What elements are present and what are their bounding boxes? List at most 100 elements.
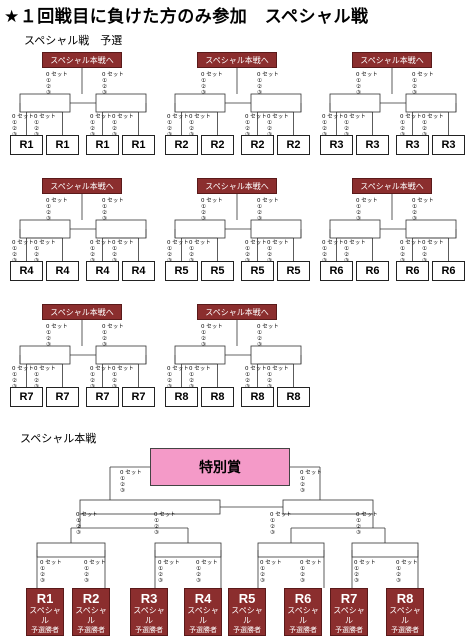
prelim-player-slot[interactable]: R5	[165, 261, 198, 281]
game-mark: ②	[201, 210, 206, 216]
game-mark: ③	[257, 342, 262, 348]
prelim-player-slot[interactable]: R5	[277, 261, 310, 281]
prelim-player-slot[interactable]: R8	[241, 387, 274, 407]
game-mark: ③	[46, 342, 51, 348]
game-mark: ②	[245, 252, 250, 258]
game-mark: ①	[257, 330, 262, 336]
set-count: 0 セット	[189, 366, 211, 372]
game-mark: ①	[344, 120, 349, 126]
game-mark: ②	[189, 252, 194, 258]
set-count: 0 セット	[400, 240, 422, 246]
prelim-player-slot[interactable]: R2	[165, 135, 198, 155]
game-mark: ③	[257, 216, 262, 222]
prelim-player-slot[interactable]: R3	[356, 135, 389, 155]
game-mark: ①	[112, 120, 117, 126]
game-mark: ①	[257, 204, 262, 210]
game-mark: ①	[34, 372, 39, 378]
game-mark: ③	[120, 488, 125, 494]
game-mark: ②	[267, 378, 272, 384]
game-mark: ①	[422, 120, 427, 126]
prelim-player-slot[interactable]: R1	[86, 135, 119, 155]
game-mark: ③	[356, 530, 361, 536]
game-mark: ①	[167, 120, 172, 126]
prelim-player-slot[interactable]: R2	[241, 135, 274, 155]
prelim-player-slot[interactable]: R1	[10, 135, 43, 155]
game-mark: ①	[201, 78, 206, 84]
game-mark: ①	[400, 246, 405, 252]
game-mark: ②	[201, 84, 206, 90]
advance-to-final-banner: スペシャル本戦へ	[352, 52, 432, 68]
set-count: 0 セット	[257, 198, 279, 204]
prelim-player-slot[interactable]: R8	[165, 387, 198, 407]
prelim-player-slot[interactable]: R8	[201, 387, 234, 407]
game-mark: ①	[201, 330, 206, 336]
game-mark: ②	[158, 572, 163, 578]
prelim-player-slot[interactable]: R5	[241, 261, 274, 281]
game-mark: ②	[76, 524, 81, 530]
game-mark: ②	[400, 126, 405, 132]
set-count: 0 セット	[257, 72, 279, 78]
game-mark: ③	[396, 578, 401, 584]
final-section-label: スペシャル本戦	[20, 432, 97, 445]
prelim-player-slot[interactable]: R3	[432, 135, 465, 155]
game-mark: ②	[12, 252, 17, 258]
prelim-player-slot[interactable]: R7	[86, 387, 119, 407]
game-mark: ①	[189, 120, 194, 126]
prelim-player-slot[interactable]: R4	[46, 261, 79, 281]
set-count: 0 セット	[158, 560, 180, 566]
game-mark: ①	[90, 372, 95, 378]
prelim-player-slot[interactable]: R7	[10, 387, 43, 407]
game-mark: ①	[90, 120, 95, 126]
prelim-player-slot[interactable]: R3	[396, 135, 429, 155]
game-mark: ①	[40, 566, 45, 572]
prelim-player-slot[interactable]: R7	[46, 387, 79, 407]
prelim-player-slot[interactable]: R4	[122, 261, 155, 281]
game-mark: ②	[102, 336, 107, 342]
set-count: 0 セット	[84, 560, 106, 566]
game-mark: ①	[112, 372, 117, 378]
prelim-player-slot[interactable]: R6	[432, 261, 465, 281]
prelim-player-slot[interactable]: R6	[320, 261, 353, 281]
prelim-player-slot[interactable]: R1	[122, 135, 155, 155]
set-count: 0 セット	[300, 470, 322, 476]
prelim-player-slot[interactable]: R5	[201, 261, 234, 281]
finalist-caption: スペシャル	[333, 606, 365, 625]
game-mark: ①	[120, 476, 125, 482]
prelim-player-slot[interactable]: R2	[277, 135, 310, 155]
prelim-player-slot[interactable]: R2	[201, 135, 234, 155]
prelim-player-slot[interactable]: R4	[86, 261, 119, 281]
finalist-round: R7	[340, 591, 358, 606]
prelim-player-slot[interactable]: R1	[46, 135, 79, 155]
game-mark: ①	[356, 204, 361, 210]
set-count: 0 セット	[46, 198, 68, 204]
game-mark: ②	[112, 252, 117, 258]
set-count: 0 セット	[102, 324, 124, 330]
prelim-player-slot[interactable]: R6	[356, 261, 389, 281]
finalist-caption: スペシャル	[29, 606, 61, 625]
advance-to-final-banner: スペシャル本戦へ	[197, 52, 277, 68]
prelim-player-slot[interactable]: R4	[10, 261, 43, 281]
game-mark: ①	[158, 566, 163, 572]
game-mark: ②	[154, 524, 159, 530]
prelim-player-slot[interactable]: R7	[122, 387, 155, 407]
prelim-player-slot[interactable]: R6	[396, 261, 429, 281]
set-count: 0 セット	[267, 240, 289, 246]
prelim-player-slot[interactable]: R3	[320, 135, 353, 155]
set-count: 0 セット	[90, 366, 112, 372]
prelim-player-slot[interactable]: R8	[277, 387, 310, 407]
